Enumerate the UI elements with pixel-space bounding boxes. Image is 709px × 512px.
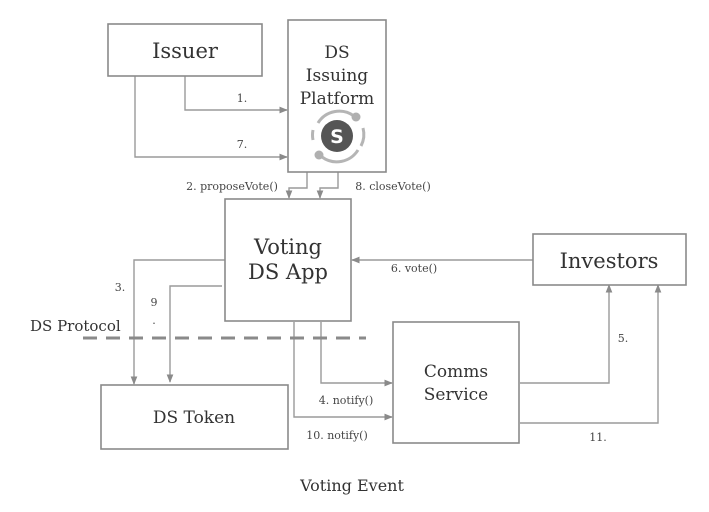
node-investors: Investors bbox=[532, 233, 687, 286]
edge-8-label: 8. closeVote() bbox=[355, 180, 431, 193]
edge-7-label: 7. bbox=[237, 138, 248, 151]
edge-3 bbox=[130, 259, 225, 385]
ds-protocol-label: DS Protocol bbox=[30, 317, 121, 335]
edge-8 bbox=[316, 172, 339, 199]
platform-label-line-2: Issuing bbox=[306, 66, 368, 86]
edge-9-label-dot: . bbox=[152, 314, 156, 327]
edge-5 bbox=[520, 284, 613, 384]
voting-app-label-line-1: Voting bbox=[253, 235, 322, 259]
node-voting-ds-app: Voting DS App bbox=[224, 198, 352, 322]
platform-label-line-1: DS bbox=[324, 43, 349, 63]
investors-label: Investors bbox=[560, 249, 659, 273]
edge-4-label: 4. notify() bbox=[319, 394, 374, 407]
edge-2-label: 2. proposeVote() bbox=[186, 180, 278, 193]
comms-label-line-1: Comms bbox=[424, 362, 488, 382]
edge-1 bbox=[184, 76, 288, 114]
node-ds-issuing-platform: DS Issuing Platform S bbox=[287, 19, 387, 173]
edge-9-label-digit: 9 bbox=[151, 296, 158, 309]
edge-7 bbox=[134, 76, 288, 161]
edge-10-label: 10. notify() bbox=[306, 429, 368, 442]
edge-6-label: 6. vote() bbox=[391, 262, 437, 275]
logo-letter: S bbox=[330, 126, 344, 148]
edge-3-label: 3. bbox=[115, 281, 126, 294]
edge-10 bbox=[293, 322, 393, 421]
edge-5-label: 5. bbox=[618, 332, 629, 345]
edge-2 bbox=[285, 172, 308, 199]
edge-9 bbox=[166, 285, 222, 383]
securitize-logo-icon: S bbox=[310, 109, 366, 164]
edge-11 bbox=[520, 284, 662, 424]
node-issuer: Issuer bbox=[107, 23, 263, 77]
ds-token-label: DS Token bbox=[153, 408, 235, 428]
node-comms-service: Comms Service bbox=[392, 321, 520, 444]
edge-1-label: 1. bbox=[237, 92, 248, 105]
edge-11-label: 11. bbox=[589, 431, 607, 444]
issuer-label: Issuer bbox=[152, 39, 219, 63]
node-ds-token: DS Token bbox=[100, 384, 289, 450]
platform-label-line-3: Platform bbox=[300, 89, 375, 109]
comms-label-line-2: Service bbox=[424, 385, 488, 405]
diagram-caption: Voting Event bbox=[299, 476, 404, 495]
edge-4 bbox=[320, 322, 393, 387]
voting-app-label-line-2: DS App bbox=[248, 260, 328, 284]
